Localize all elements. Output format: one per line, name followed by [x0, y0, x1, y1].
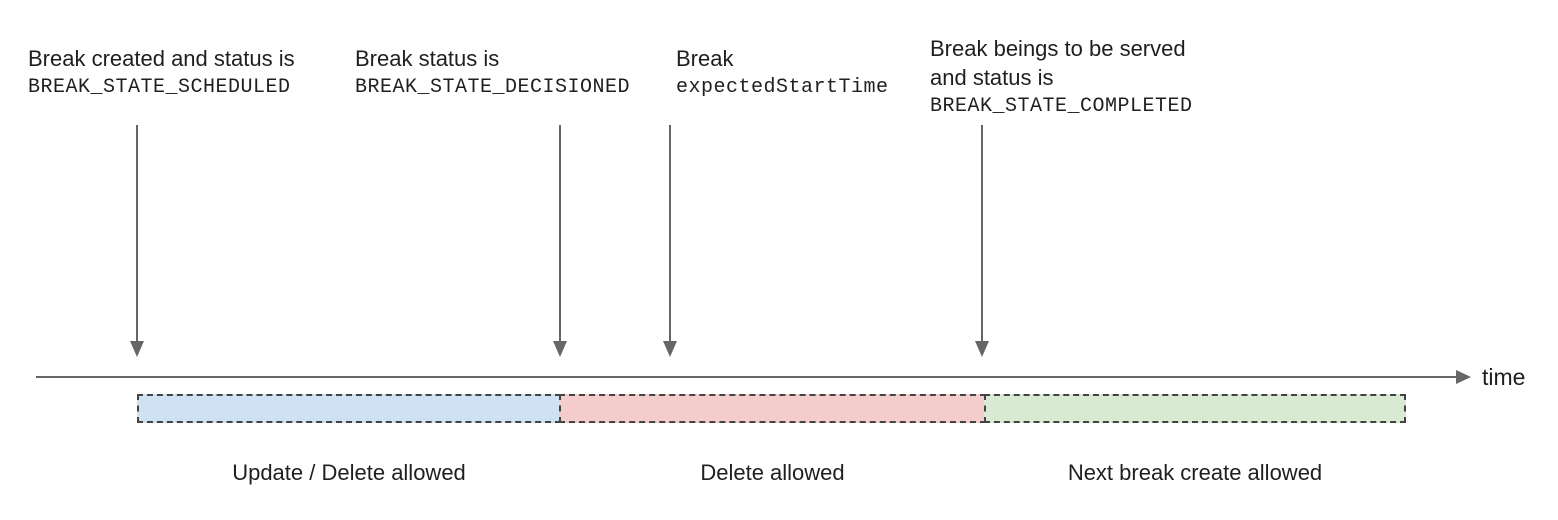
annotation-text: and status is	[930, 65, 1054, 90]
arrow-down-icon	[975, 125, 989, 357]
annotation-break-completed: Break beings to be served and status is …	[930, 34, 1193, 121]
arrow-shaft	[669, 125, 671, 343]
arrow-down-icon	[663, 125, 677, 357]
annotation-expected-start-time: Break expectedStartTime	[676, 44, 889, 102]
arrow-shaft	[559, 125, 561, 343]
annotation-text: Break beings to be served	[930, 36, 1186, 61]
annotation-text: Break created and status is	[28, 46, 295, 71]
annotation-code-text: expectedStartTime	[676, 76, 889, 99]
time-axis-label: time	[1482, 364, 1526, 390]
annotation-code-text: BREAK_STATE_COMPLETED	[930, 95, 1193, 118]
arrow-head-icon	[975, 341, 989, 357]
segment-delete-allowed	[559, 394, 986, 423]
arrow-shaft	[981, 125, 983, 343]
segment-caption: Next break create allowed	[1067, 460, 1323, 485]
annotation-break-decisioned: Break status is BREAK_STATE_DECISIONED	[355, 44, 630, 102]
segment-update-delete-allowed	[137, 394, 561, 423]
arrow-down-icon	[553, 125, 567, 357]
time-axis-arrow-head-icon	[1456, 370, 1471, 384]
annotation-code-text: BREAK_STATE_DECISIONED	[355, 76, 631, 99]
annotation-text: Break	[676, 46, 734, 71]
segment-caption: Delete allowed	[700, 460, 845, 485]
annotation-code-text: BREAK_STATE_SCHEDULED	[28, 76, 291, 99]
arrow-head-icon	[663, 341, 677, 357]
time-axis-line	[36, 376, 1460, 378]
annotation-text: Break status is	[355, 46, 500, 71]
segment-caption: Update / Delete allowed	[232, 460, 466, 485]
arrow-head-icon	[130, 341, 144, 357]
arrow-head-icon	[553, 341, 567, 357]
annotation-break-scheduled: Break created and status is BREAK_STATE_…	[28, 44, 295, 102]
segment-next-break-create-allowed	[984, 394, 1406, 423]
arrow-shaft	[136, 125, 138, 343]
arrow-down-icon	[130, 125, 144, 357]
